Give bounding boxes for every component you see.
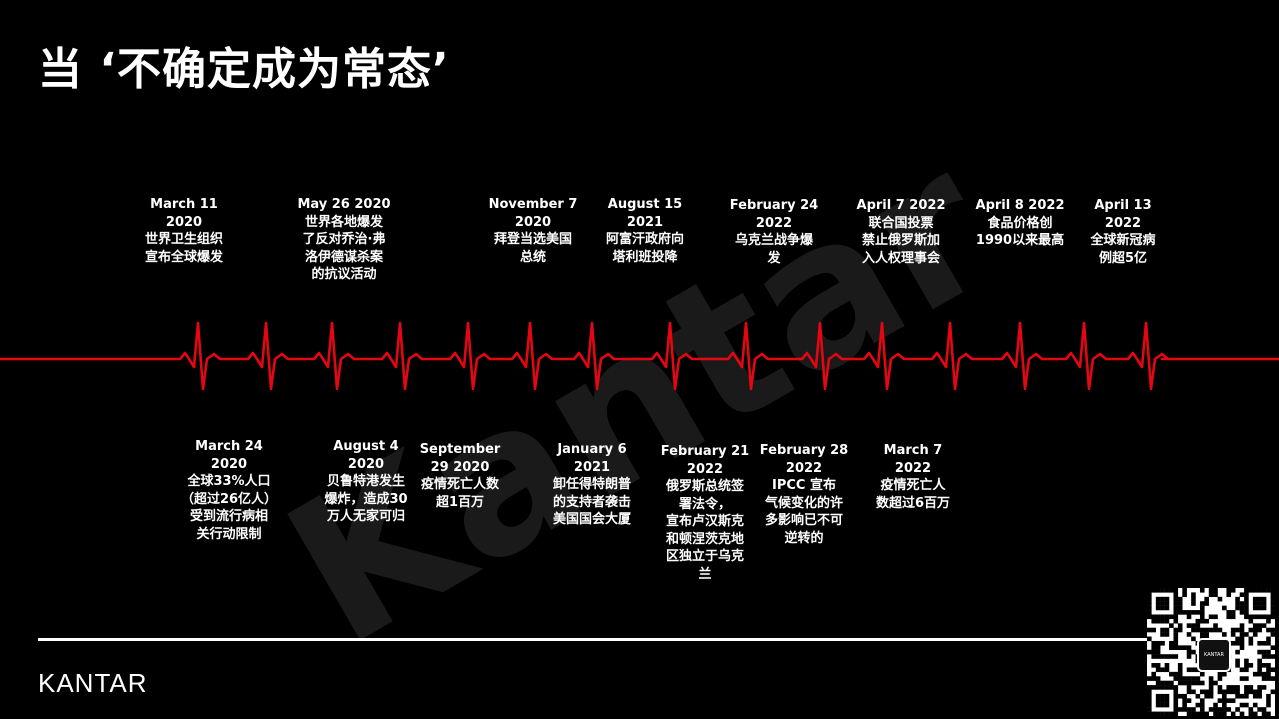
event-date: April 7 2022: [856, 198, 946, 213]
event-text: 卸任得特朗普 的支持者袭击 美国国会大厦: [552, 477, 632, 527]
event-text: 世界卫生组织 宣布全球爆发: [144, 232, 224, 265]
heartbeat-timeline-icon: [0, 321, 1279, 391]
event-text: 贝鲁特港发生 爆炸，造成30 万人无家可归: [324, 474, 408, 524]
event-text: 疫情死亡人 数超过6百万: [875, 478, 951, 511]
event-date: February 24 2022: [729, 198, 819, 231]
event-text: 全球33%人口 （超过26亿人） 受到流行病相 关行动限制: [180, 474, 278, 542]
timeline-event-bottom: January 6 2021 卸任得特朗普 的支持者袭击 美国国会大厦: [553, 441, 631, 529]
event-date: April 8 2022: [975, 198, 1065, 213]
timeline-event-bottom: March 24 2020 全球33%人口 （超过26亿人） 受到流行病相 关行…: [181, 438, 277, 543]
timeline-event-top: February 24 2022 乌克兰战争爆 发: [730, 197, 818, 267]
event-date: May 26 2020: [297, 197, 391, 212]
qr-code-icon: KANTAR: [1147, 588, 1275, 716]
event-date: August 15 2021: [607, 197, 683, 230]
timeline-event-top: August 15 2021 阿富汗政府向 塔利班投降: [606, 196, 684, 266]
event-text: 食品价格创 1990以来最高: [975, 215, 1065, 249]
timeline-event-top: April 7 2022 联合国投票 禁止俄罗斯加 入人权理事会: [857, 197, 946, 267]
timeline-event-top: May 26 2020 世界各地爆发 了反对乔治·弗 洛伊德谋杀案 的抗议活动: [297, 196, 390, 284]
event-date: August 4 2020: [333, 439, 399, 472]
event-date: March 7 2022: [883, 443, 943, 476]
qr-center-logo: KANTAR: [1197, 638, 1231, 672]
event-text: IPCC 宣布 气候变化的许 多影响已不可 逆转的: [764, 478, 844, 546]
timeline-event-top: April 8 2022 食品价格创 1990以来最高: [976, 197, 1065, 250]
event-text: 世界各地爆发 了反对乔治·弗 洛伊德谋杀案 的抗议活动: [302, 214, 386, 283]
event-date: January 6 2021: [557, 442, 627, 475]
timeline-event-bottom: February 21 2022 俄罗斯总统签 署法令， 宣布卢汉斯克 和顿涅茨…: [661, 443, 749, 583]
timeline-event-bottom: August 4 2020 贝鲁特港发生 爆炸，造成30 万人无家可归: [324, 438, 407, 526]
kantar-logo: KANTAR: [38, 668, 148, 698]
footer-divider: [38, 638, 1148, 641]
timeline-event-top: November 7 2020 拜登当选美国 总统: [489, 196, 578, 266]
timeline-event-bottom: September 29 2020 疫情死亡人数 超1百万: [420, 441, 501, 511]
timeline-event-bottom: March 7 2022 疫情死亡人 数超过6百万: [876, 442, 950, 512]
event-text: 联合国投票 禁止俄罗斯加 入人权理事会: [861, 215, 940, 266]
event-date: February 28 2022: [759, 443, 849, 476]
timeline-event-top: March 11 2020 世界卫生组织 宣布全球爆发: [145, 196, 223, 266]
event-text: 拜登当选美国 总统: [493, 232, 573, 265]
event-date: March 11 2020: [150, 197, 218, 230]
event-text: 俄罗斯总统签 署法令， 宣布卢汉斯克 和顿涅茨克地 区独立于乌克 兰: [665, 479, 745, 582]
event-date: February 21 2022: [660, 444, 750, 477]
event-text: 乌克兰战争爆 发: [734, 233, 814, 266]
event-text: 阿富汗政府向 塔利班投降: [605, 232, 685, 265]
page-title: 当 ‘不确定成为常态’: [38, 44, 450, 95]
timeline-event-top: April 13 2022 全球新冠病 例超5亿: [1090, 197, 1155, 267]
event-date: March 24 2020: [195, 439, 263, 472]
event-date: November 7 2020: [488, 197, 578, 230]
event-date: April 13 2022: [1094, 198, 1152, 231]
event-text: 全球新冠病 例超5亿: [1090, 233, 1156, 266]
event-date: September 29 2020: [419, 442, 501, 475]
event-text: 疫情死亡人数 超1百万: [420, 477, 500, 510]
timeline-event-bottom: February 28 2022 IPCC 宣布 气候变化的许 多影响已不可 逆…: [760, 442, 848, 547]
